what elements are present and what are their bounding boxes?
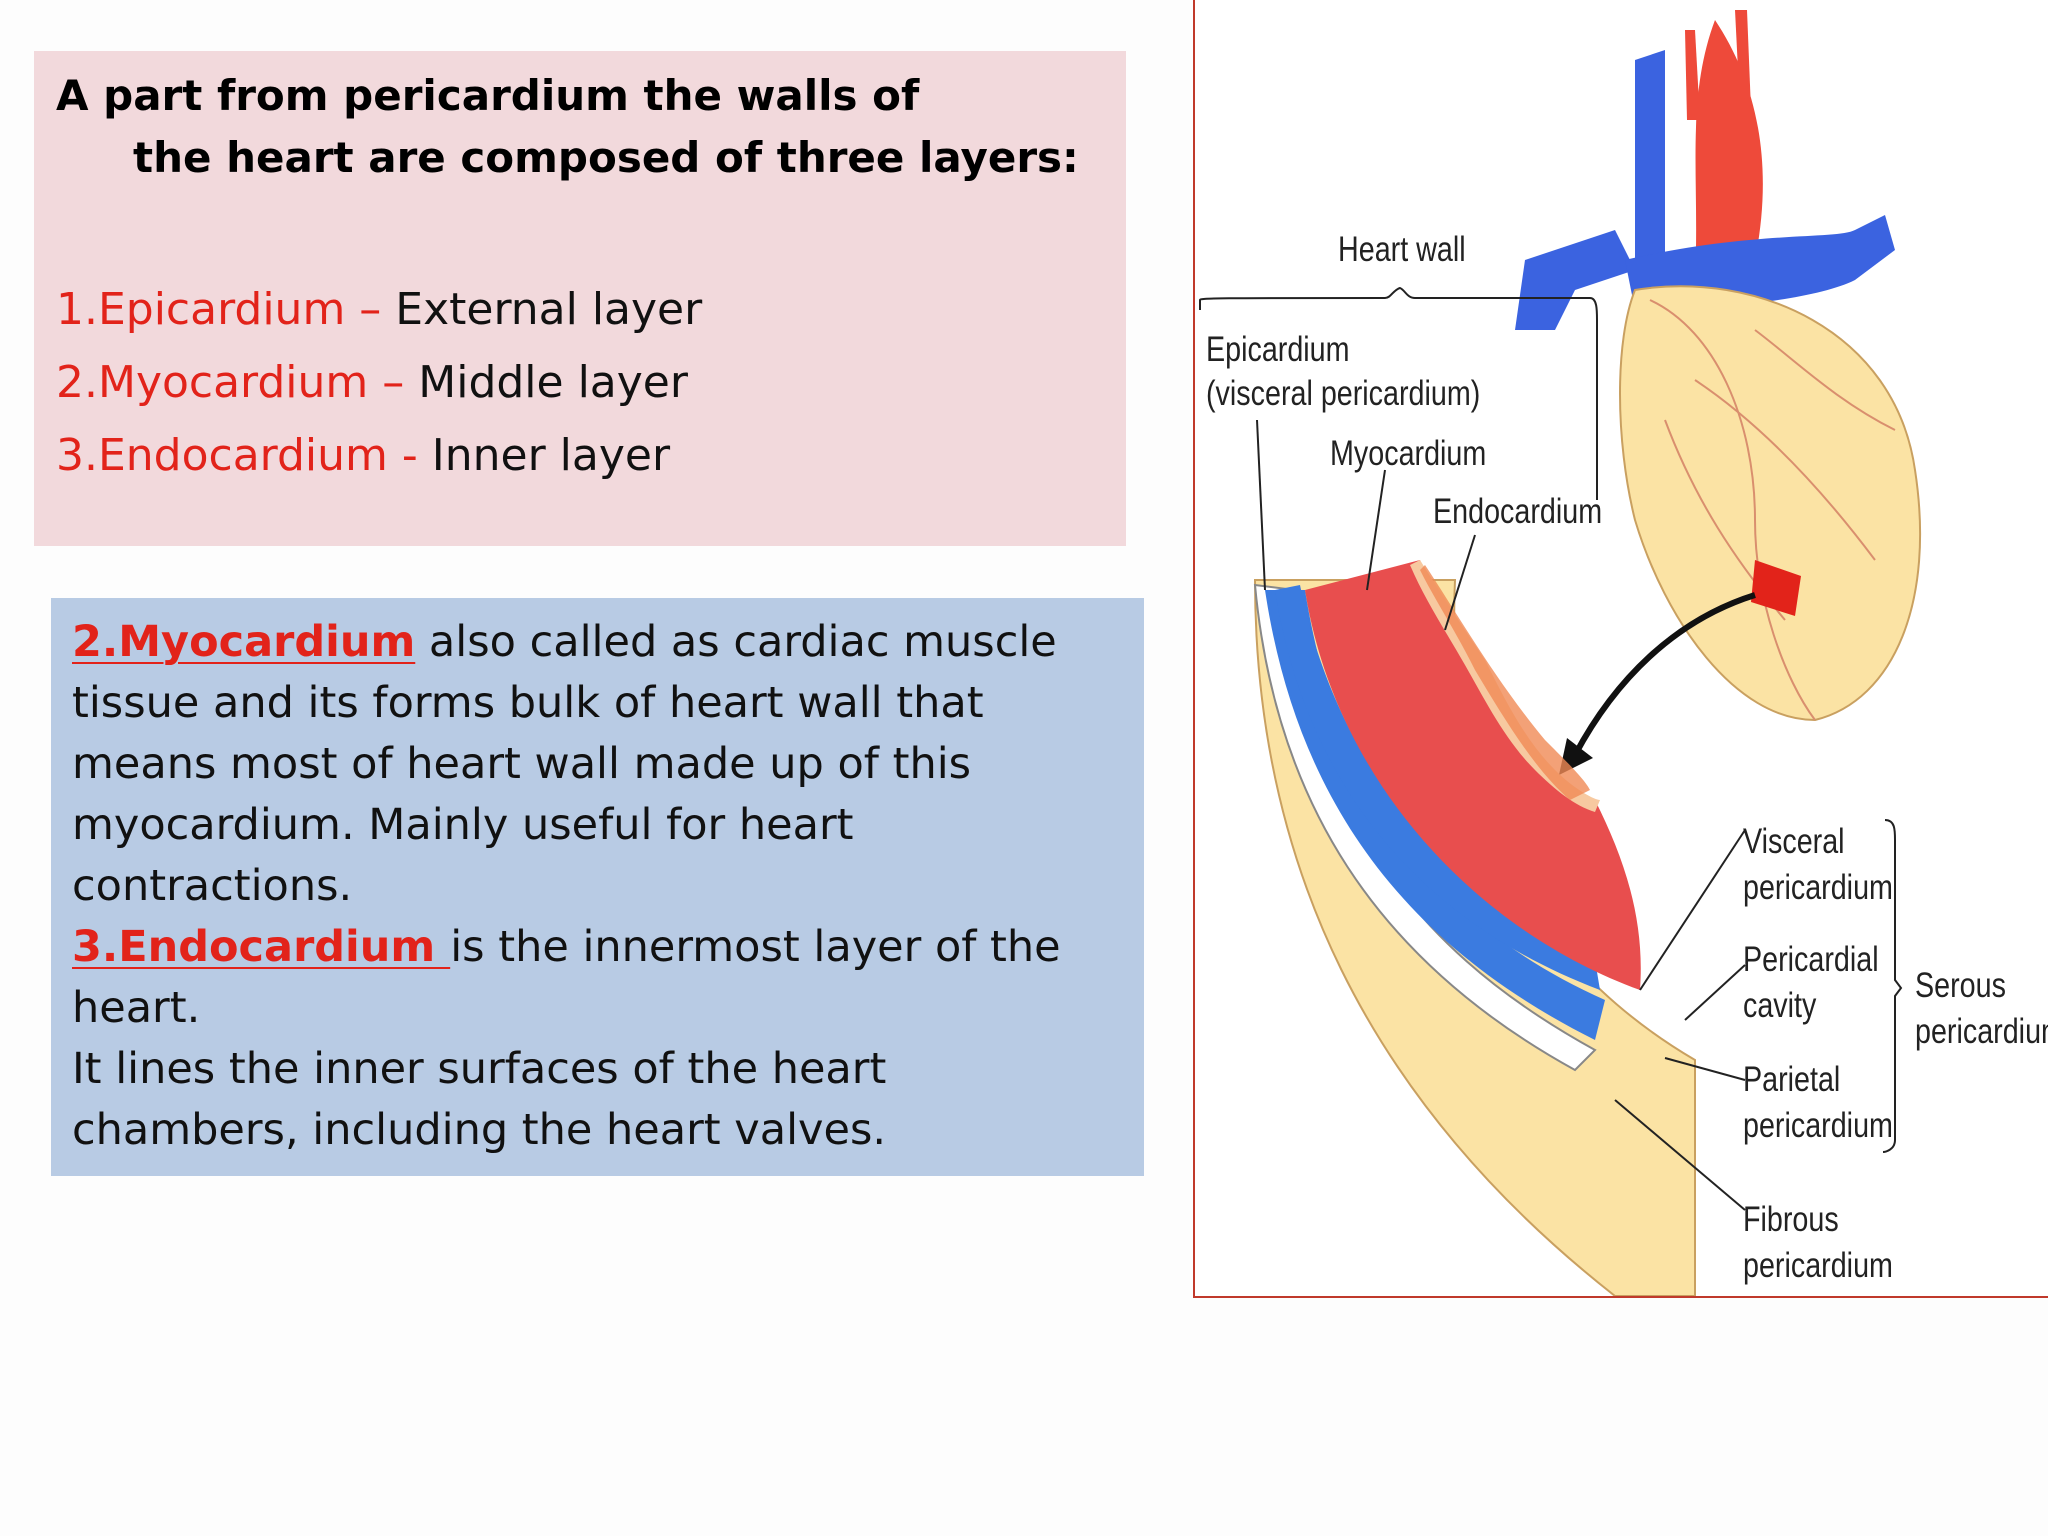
heart-illustration	[1515, 10, 1922, 722]
endocardium-term: 3.Endocardium	[72, 922, 451, 972]
layer-term: 2.Myocardium –	[56, 357, 419, 408]
endocardium-paragraph-2: It lines the inner surfaces of the heart…	[72, 1044, 887, 1155]
label-myocardium: Myocardium	[1330, 434, 1487, 473]
myocardium-paragraph: 2.Myocardium also called as cardiac musc…	[72, 612, 1123, 917]
label-serous-pericardium: pericardium	[1915, 1012, 2048, 1051]
label-parietal: Parietal	[1743, 1060, 1841, 1099]
label-pericardial: Pericardial	[1743, 940, 1879, 979]
label-fibrous-pericardium: pericardium	[1743, 1246, 1893, 1285]
layer-desc: Inner layer	[431, 430, 671, 481]
label-epicardium: Epicardium	[1206, 330, 1350, 369]
intro-heading: A part from pericardium the walls of the…	[56, 65, 1104, 189]
layer-item-epicardium: 1.Epicardium – External layer	[56, 273, 1104, 346]
label-visceral-pericardium-paren: (visceral pericardium)	[1206, 374, 1481, 413]
heart-wall-diagram: Heart wall Epicardium (visceral pericard…	[1193, 0, 2048, 1298]
layer-term: 3.Endocardium -	[56, 430, 432, 481]
label-heart-wall: Heart wall	[1338, 230, 1466, 269]
label-visceral-pericardium: pericardium	[1743, 868, 1893, 907]
layer-item-endocardium: 3.Endocardium - Inner layer	[56, 419, 1104, 492]
label-fibrous: Fibrous	[1743, 1200, 1839, 1239]
intro-line-2: the heart are composed of three layers:	[133, 133, 1079, 182]
endocardium-text: is the innermost layer of the heart.	[72, 922, 1061, 1033]
label-visceral: Visceral	[1743, 822, 1845, 861]
label-parietal-pericardium: pericardium	[1743, 1106, 1893, 1145]
layer-desc: External layer	[395, 284, 703, 335]
label-cavity: cavity	[1743, 986, 1817, 1025]
layers-summary-box: A part from pericardium the walls of the…	[34, 51, 1126, 546]
label-endocardium: Endocardium	[1433, 492, 1603, 531]
heart-wall-illustration	[1199, 10, 1922, 1296]
wall-section-illustration	[1253, 560, 1696, 1296]
leader-lines	[1199, 286, 1903, 1211]
label-serous: Serous	[1915, 966, 2006, 1005]
myocardium-term: 2.Myocardium	[72, 617, 416, 667]
endocardium-paragraph: 3.Endocardium is the innermost layer of …	[72, 917, 1123, 1039]
layer-term: 1.Epicardium –	[56, 284, 396, 335]
myocardium-text: also called as cardiac muscle tissue and…	[72, 617, 1057, 911]
intro-line-1: A part from pericardium the walls of	[56, 71, 920, 120]
layers-list: 1.Epicardium – External layer 2.Myocardi…	[56, 273, 1104, 492]
layers-detail-box: 2.Myocardium also called as cardiac musc…	[51, 598, 1144, 1176]
layer-desc: Middle layer	[418, 357, 688, 408]
layer-item-myocardium: 2.Myocardium – Middle layer	[56, 346, 1104, 419]
